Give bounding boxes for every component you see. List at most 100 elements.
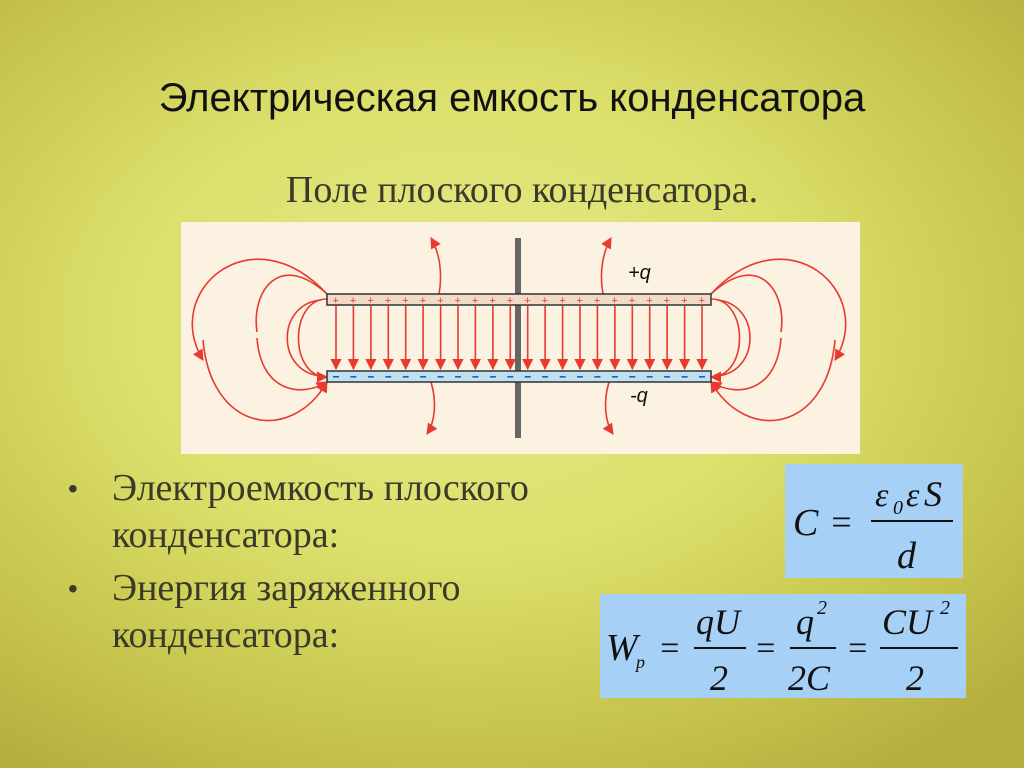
plus-sign-icon: + <box>472 295 478 307</box>
formula-f2-num: q <box>796 602 814 642</box>
minus-sign-icon <box>524 376 531 378</box>
plus-sign-icon: + <box>524 295 530 307</box>
minus-sign-icon <box>542 376 549 378</box>
field-line-outer-left-bottom <box>202 339 328 422</box>
plus-sign-icon: + <box>594 295 600 307</box>
field-line-outer-left-top <box>191 258 328 361</box>
minus-sign-icon <box>385 376 392 378</box>
formula-f2-exp: 2 <box>817 597 827 619</box>
formula-c-eps: ε <box>875 477 889 514</box>
formula-f3-den: 2 <box>906 658 924 698</box>
plus-sign-icon: + <box>646 295 652 307</box>
diagram-caption: Поле плоского конденсатора. <box>285 169 759 211</box>
plus-sign-icon: + <box>402 295 408 307</box>
minus-sign-icon <box>489 376 496 378</box>
bullet-energy-text: Энергия заряженного конденсатора: <box>112 567 461 656</box>
formula-eq-2: = <box>754 630 777 667</box>
minus-sign-icon <box>594 376 601 378</box>
minus-charge-label: -q <box>630 385 648 407</box>
formula-f1-den: 2 <box>710 658 728 698</box>
bullet-list: • Электроемкость плоского конденсатора: … <box>68 465 628 665</box>
plus-sign-icon: + <box>542 295 548 307</box>
plus-sign-icon: + <box>507 295 513 307</box>
minus-sign-icon <box>681 376 688 378</box>
plus-sign-icon: + <box>420 295 426 307</box>
minus-sign-icon <box>333 376 339 378</box>
minus-sign-icon <box>472 376 479 378</box>
plus-sign-icon: + <box>455 295 461 307</box>
minus-sign-icon <box>699 376 705 378</box>
minus-sign-icon <box>455 376 461 378</box>
formula-f3-num: CU <box>882 602 934 642</box>
formula-f1-num: qU <box>696 602 742 642</box>
plus-charge-label: +q <box>628 262 651 284</box>
bullet-dot-icon: • <box>68 473 78 504</box>
plus-sign-icon: + <box>699 295 705 307</box>
formula-c-eps-sub: 0 <box>893 497 903 519</box>
capacitance-formula: C = ε 0 ε S d <box>785 464 963 578</box>
field-line-mid-right-bottom <box>710 337 782 393</box>
field-line-fringe-right-2 <box>716 299 751 377</box>
field-line-escape-2 <box>426 381 438 435</box>
formula-eq-1: = <box>658 630 681 667</box>
field-line-mid-left-top <box>255 274 328 333</box>
field-line-fringe-left-2 <box>286 299 322 377</box>
bullet-dot-icon: • <box>68 573 78 604</box>
formula-c-den: d <box>897 535 917 577</box>
formula-c-eq: = <box>829 502 853 542</box>
plus-sign-icon: + <box>611 295 617 307</box>
plus-sign-icon: + <box>664 295 670 307</box>
minus-sign-icon <box>577 376 583 378</box>
minus-sign-icon <box>350 376 357 378</box>
field-line-escape-4 <box>602 381 614 435</box>
field-line-mid-left-bottom <box>256 337 328 393</box>
field-line-escape-3 <box>600 237 612 295</box>
capacitor-field-diagram: + + + + + + + + + + + + + + + + + + + + + + +q -q <box>181 222 860 454</box>
formula-eq-3: = <box>846 630 869 667</box>
plus-sign-icon: + <box>385 295 391 307</box>
bullet-capacitance-text: Электроемкость плоского конденсатора: <box>112 467 529 556</box>
field-line-fringe-right <box>709 298 741 383</box>
formula-w-sub: p <box>634 652 645 672</box>
field-line-escape-1 <box>430 237 442 295</box>
plus-signs: + + + + + + + + + + + + + + + + + + + + + + <box>333 295 705 307</box>
formula-f2-den: 2C <box>788 658 831 698</box>
minus-sign-icon <box>507 376 514 378</box>
minus-sign-icon <box>664 376 671 378</box>
bullet-capacitance: • Электроемкость плоского конденсатора: <box>68 465 628 559</box>
plus-sign-icon: + <box>367 295 373 307</box>
plus-sign-icon: + <box>559 295 565 307</box>
formula-f3-exp: 2 <box>940 597 950 619</box>
formula-c-eps2: ε <box>906 477 920 514</box>
minus-sign-icon <box>559 376 566 378</box>
field-line-mid-right-top <box>710 274 783 333</box>
minus-sign-icon <box>611 376 618 378</box>
plus-sign-icon: + <box>333 295 339 307</box>
minus-sign-icon <box>629 376 636 378</box>
minus-sign-icon <box>420 376 427 378</box>
plus-sign-icon: + <box>577 295 583 307</box>
formula-w: W <box>606 627 641 669</box>
minus-sign-icon <box>402 376 409 378</box>
formula-c-area: S <box>924 474 942 514</box>
plus-sign-icon: + <box>489 295 495 307</box>
plus-sign-icon: + <box>681 295 687 307</box>
plus-sign-icon: + <box>629 295 635 307</box>
minus-sign-icon <box>367 376 374 378</box>
slide-title: Электрическая емкость конденсатора <box>158 76 866 120</box>
energy-formula: W p = qU 2 = q 2 2C = CU 2 2 <box>600 594 966 698</box>
plus-sign-icon: + <box>437 295 443 307</box>
field-line-outer-right-bottom <box>710 339 836 422</box>
field-line-fringe-left <box>297 298 329 383</box>
minus-sign-icon <box>437 376 444 378</box>
field-line-outer-right-top <box>710 258 847 361</box>
plus-sign-icon: + <box>350 295 356 307</box>
negative-plate <box>326 370 712 383</box>
capacitor-field-svg: + + + + + + + + + + + + + + + + + + + + + + +q -q <box>191 237 847 438</box>
formula-c-lhs: C <box>793 502 819 544</box>
bullet-energy: • Энергия заряженного конденсатора: <box>68 565 628 659</box>
field-lines <box>191 237 847 435</box>
positive-plate <box>326 293 712 306</box>
minus-signs <box>333 376 705 378</box>
minus-sign-icon <box>646 376 653 378</box>
